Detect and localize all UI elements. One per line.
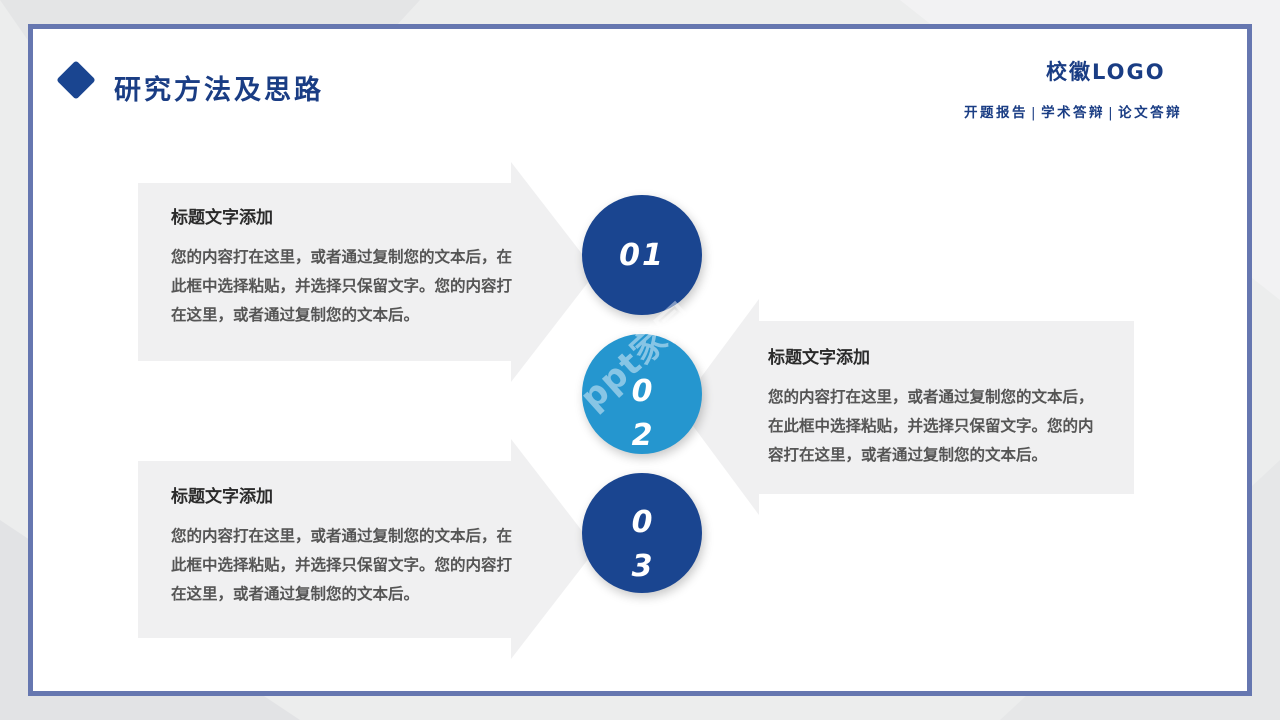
nav-item-academic-defense[interactable]: 学术答辩 bbox=[1041, 105, 1106, 121]
card-1-arrow bbox=[511, 162, 596, 382]
step-2-circle: 0 2 bbox=[582, 334, 702, 454]
nav-separator: | bbox=[1031, 105, 1039, 121]
card-3-title: 标题文字添加 bbox=[171, 487, 273, 507]
nav-separator: | bbox=[1108, 105, 1116, 121]
card-3-panel bbox=[138, 461, 512, 638]
card-1-panel bbox=[138, 183, 512, 361]
nav-item-proposal[interactable]: 开题报告 bbox=[964, 105, 1028, 121]
step-3-circle: 0 3 bbox=[582, 473, 702, 593]
step-3-number: 0 3 bbox=[631, 505, 653, 584]
step-1-number: 01 bbox=[619, 237, 665, 273]
card-3-arrow bbox=[511, 439, 596, 659]
card-1-body: 您的内容打在这里，或者通过复制您的文本后，在此框中选择粘贴，并选择只保留文字。您… bbox=[171, 248, 513, 324]
card-3-body: 您的内容打在这里，或者通过复制您的文本后，在此框中选择粘贴，并选择只保留文字。您… bbox=[171, 527, 513, 603]
step-1-circle: 01 bbox=[582, 195, 702, 315]
nav-item-thesis-defense[interactable]: 论文答辩 bbox=[1118, 105, 1183, 121]
card-2-title: 标题文字添加 bbox=[768, 348, 870, 368]
step-2-number: 0 2 bbox=[631, 374, 653, 453]
sub-nav: 开题报告|学术答辩|论文答辩 bbox=[964, 101, 1182, 121]
card-1-title: 标题文字添加 bbox=[171, 208, 273, 228]
card-2-panel bbox=[758, 321, 1134, 494]
page-title: 研究方法及思路 bbox=[114, 75, 324, 106]
school-logo: 校徽LOGO bbox=[1046, 60, 1166, 84]
card-2-body: 您的内容打在这里，或者通过复制您的文本后，在此框中选择粘贴，并选择只保留文字。您… bbox=[768, 388, 1094, 464]
